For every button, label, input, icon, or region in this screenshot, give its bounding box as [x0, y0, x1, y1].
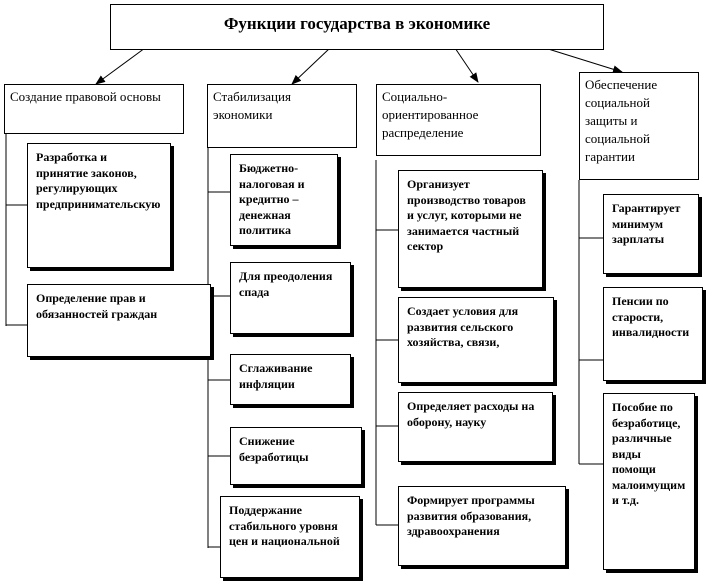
item-agriculture: Создает условия для развития сельского х…: [398, 297, 554, 383]
item-min-wage: Гарантирует минимум зарплаты: [603, 194, 699, 274]
item-legislation: Разработка и принятие законов, регулирую…: [27, 143, 171, 268]
header-social-protection: Обеспечение социальной защиты и социальн…: [579, 72, 699, 180]
item-production: Организует производство товаров и услуг,…: [398, 170, 543, 288]
item-unemployment: Снижение безработицы: [230, 427, 362, 485]
item-fiscal-monetary-policy: Бюджетно-налоговая и кредитно – денежная…: [230, 154, 338, 246]
item-pensions: Пенсии по старости, инвалидности: [603, 287, 703, 381]
item-inflation: Сглаживание инфляции: [230, 354, 351, 405]
header-legal-basis: Создание правовой основы: [4, 84, 184, 134]
arrow-to-col2: [291, 47, 331, 85]
item-citizen-rights: Определение прав и обязанностей граждан: [27, 284, 211, 357]
item-benefits: Пособие по безработице, различные виды п…: [603, 393, 695, 570]
header-stabilization: Стабилизация экономики: [207, 84, 357, 148]
item-price-stability: Поддержание стабильного уровня цен и нац…: [220, 496, 360, 578]
arrow-to-col4: [544, 47, 623, 74]
item-overcome-recession: Для преодоления спада: [230, 262, 351, 334]
item-defense: Определяет расходы на оборону, науку: [398, 392, 553, 462]
arrow-to-col3: [454, 47, 479, 83]
header-social-distribution: Социально-ориентированное распределение: [376, 84, 541, 156]
item-education-programs: Формирует программы развития образования…: [398, 486, 566, 566]
arrow-to-col1: [95, 47, 146, 85]
diagram-title: Функции государства в экономике: [110, 4, 604, 50]
